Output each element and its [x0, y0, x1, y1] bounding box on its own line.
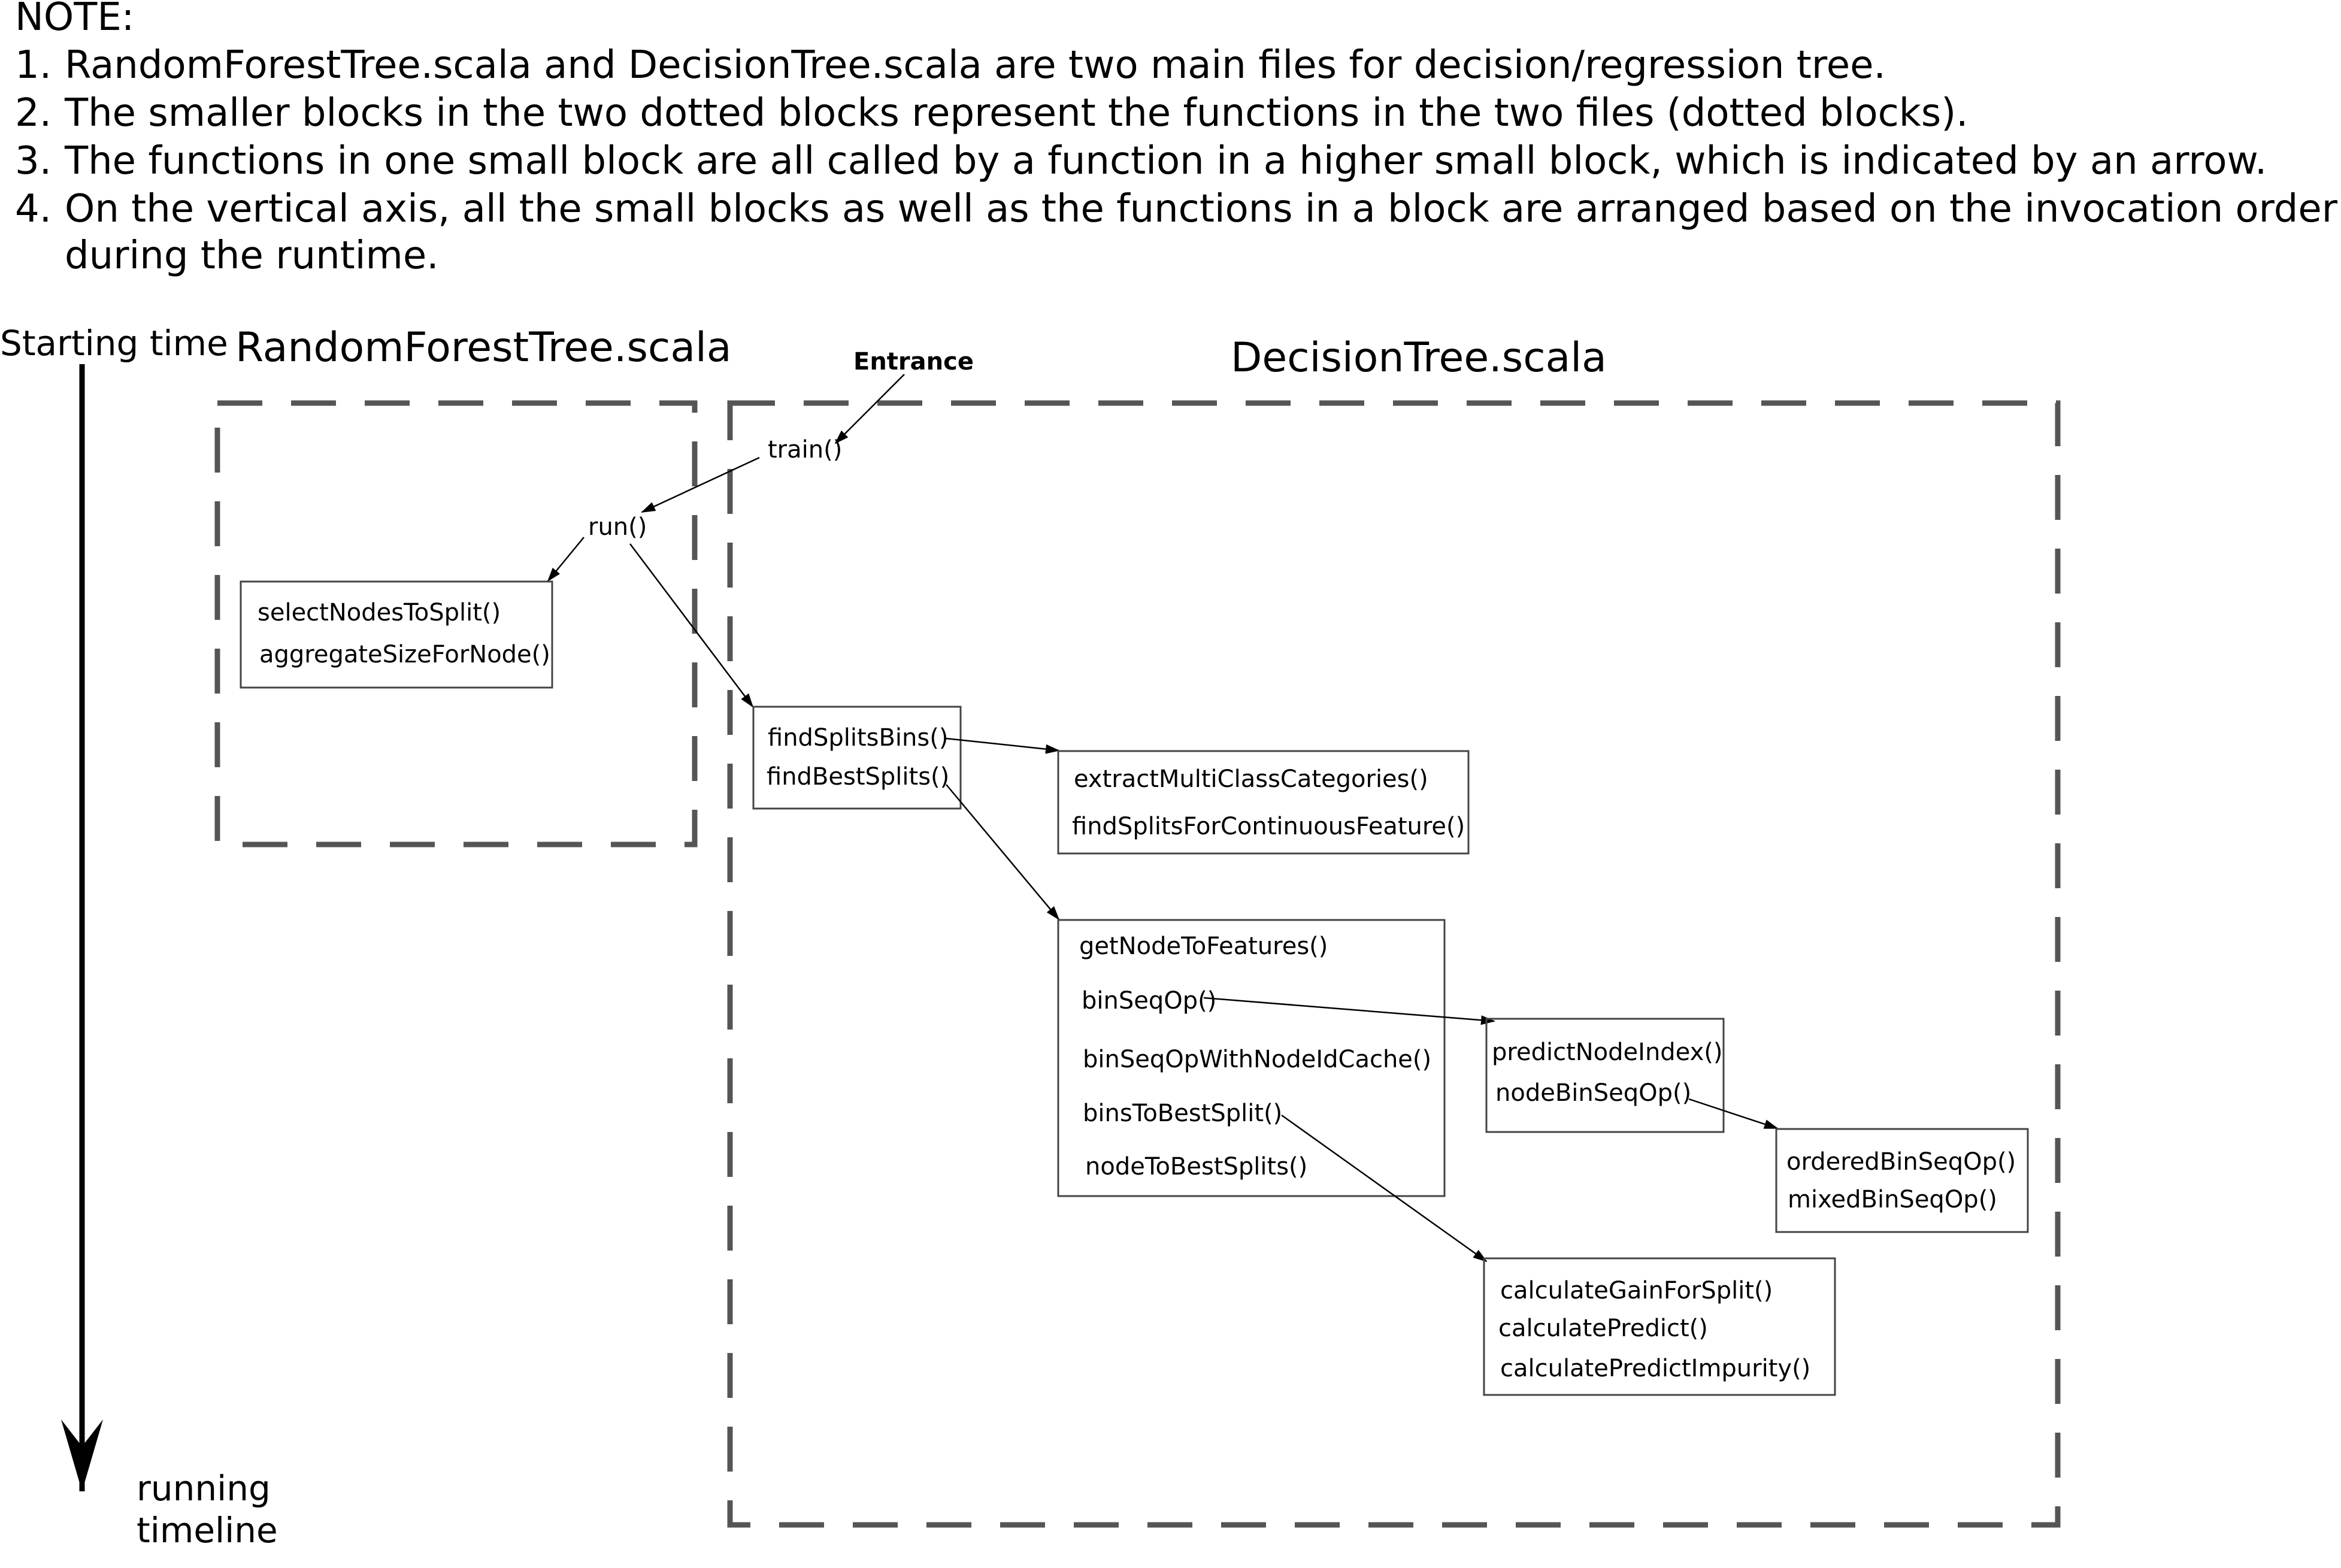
note-heading: NOTE: — [15, 0, 134, 40]
note-item-text: The smaller blocks in the two dotted blo… — [64, 91, 1969, 135]
function-name: calculatePredictImpurity() — [1500, 1355, 1810, 1382]
function-name: binsToBestSplit() — [1083, 1100, 1282, 1127]
note-item-text: On the vertical axis, all the small bloc… — [65, 187, 2338, 231]
function-name: calculatePredict() — [1498, 1315, 1708, 1342]
block-node-features: getNodeToFeatures() binSeqOp() binSeqOpW… — [1057, 919, 1446, 1197]
function-name: nodeToBestSplits() — [1085, 1153, 1307, 1180]
arrow-run-to-find — [629, 543, 754, 708]
function-name: getNodeToFeatures() — [1079, 933, 1328, 960]
function-block — [1483, 1257, 1836, 1396]
function-name: findBestSplits() — [767, 763, 949, 791]
function-name: calculateGainForSplit() — [1500, 1277, 1773, 1304]
function-name: mixedBinSeqOp() — [1788, 1186, 1997, 1213]
note-section: NOTE: 1. RandomForestTree.scala and Deci… — [15, 0, 2338, 278]
function-name: binSeqOp() — [1082, 987, 1216, 1015]
block-select-nodes: selectNodesToSplit() aggregateSizeForNod… — [240, 580, 553, 689]
function-name: nodeBinSeqOp() — [1495, 1079, 1691, 1107]
function-name: orderedBinSeqOp() — [1786, 1148, 2016, 1176]
function-run: run() — [588, 513, 647, 541]
function-block — [240, 580, 553, 689]
timeline-start-label: Starting time — [0, 323, 228, 364]
note-item-number: 1. — [15, 43, 52, 87]
arrow-find-to-extract — [946, 737, 1060, 754]
function-block — [1485, 1018, 1725, 1133]
entrance-arrow — [834, 374, 905, 444]
block-find-splits: findSplitsBins() findBestSplits() — [752, 706, 962, 810]
function-train: train() — [768, 436, 842, 464]
arrow-nodebinseqop-to-ordered — [1688, 1098, 1779, 1130]
arrow-find-to-node — [946, 784, 1060, 921]
decision-tree-file-title: DecisionTree.scala — [1231, 334, 1607, 382]
block-extract-categories: extractMultiClassCategories() findSplits… — [1057, 750, 1470, 855]
note-item-number: 3. — [15, 139, 52, 183]
function-name: findSplitsForContinuousFeature() — [1072, 813, 1465, 840]
note-item-text: The functions in one small block are all… — [64, 139, 2267, 183]
function-block — [1057, 919, 1446, 1197]
function-name: binSeqOpWithNodeIdCache() — [1083, 1046, 1431, 1073]
note-continuation: during the runtime. — [65, 234, 439, 278]
function-block — [752, 706, 962, 810]
block-ordered-binseqop: orderedBinSeqOp() mixedBinSeqOp() — [1775, 1128, 2029, 1233]
arrow-train-to-run — [641, 456, 760, 513]
note-item-text: RandomForestTree.scala and DecisionTree.… — [65, 43, 1886, 87]
arrow-run-to-select — [547, 537, 585, 582]
timeline-end-label: timeline — [137, 1510, 278, 1551]
random-forest-file-title: RandomForestTree.scala — [235, 324, 732, 371]
timeline-axis: Starting time running timeline — [0, 323, 278, 1551]
function-block — [1775, 1128, 2029, 1233]
function-name: selectNodesToSplit() — [258, 599, 501, 626]
function-block — [1057, 750, 1470, 855]
function-name: aggregateSizeForNode() — [259, 641, 550, 668]
entrance-label: Entrance — [853, 348, 974, 376]
function-name: findSplitsBins() — [768, 724, 948, 752]
arrow-binseqop-to-predict — [1203, 997, 1495, 1025]
function-name: predictNodeIndex() — [1492, 1039, 1722, 1066]
note-item-number: 2. — [15, 91, 52, 135]
decision-tree-container — [727, 400, 2061, 1528]
block-predict-node: predictNodeIndex() nodeBinSeqOp() — [1485, 1018, 1725, 1133]
arrow-binstobestsplit-to-calc — [1281, 1114, 1488, 1263]
timeline-end-label: running — [137, 1468, 271, 1509]
note-item-number: 4. — [15, 187, 52, 231]
random-forest-container — [214, 400, 698, 847]
block-calculate-gain: calculateGainForSplit() calculatePredict… — [1483, 1257, 1836, 1396]
function-name: extractMultiClassCategories() — [1074, 765, 1428, 793]
